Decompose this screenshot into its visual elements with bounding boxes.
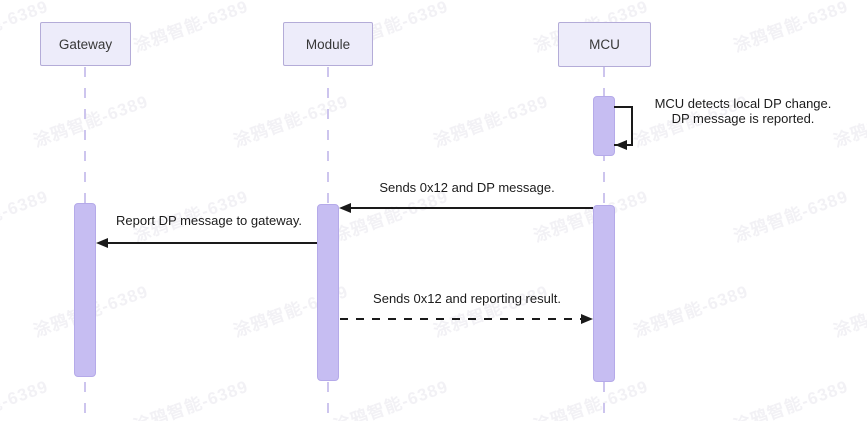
participant-module: Module [283, 22, 373, 66]
participant-mcu-label: MCU [589, 37, 620, 52]
activation-gateway [74, 203, 96, 377]
self-message-arrowhead-icon [615, 140, 627, 150]
message-module-to-gateway-arrowhead-icon [96, 238, 108, 248]
activation-mcu-self [593, 96, 615, 156]
participant-module-label: Module [305, 36, 351, 52]
self-message-label-line1: MCU detects local DP change. [654, 96, 832, 111]
message-mcu-to-module-line [350, 207, 593, 209]
participant-gateway-label: Gateway [58, 36, 113, 52]
self-message-label-line2: DP message is reported. [671, 111, 815, 126]
message-module-to-gateway-label: Report DP message to gateway. [116, 213, 302, 228]
message-module-to-mcu-line [340, 318, 582, 320]
message-module-to-mcu-arrowhead-icon [581, 314, 593, 324]
message-module-to-mcu-label: Sends 0x12 and reporting result. [373, 291, 561, 306]
message-mcu-to-module-label: Sends 0x12 and DP message. [379, 180, 555, 195]
activation-module [317, 204, 339, 381]
participant-gateway: Gateway [40, 22, 131, 66]
self-message-label: MCU detects local DP change. DP message … [638, 96, 848, 126]
message-mcu-to-module-arrowhead-icon [339, 203, 351, 213]
message-module-to-gateway-line [107, 242, 317, 244]
participant-mcu: MCU [558, 22, 651, 67]
activation-mcu [593, 205, 615, 382]
